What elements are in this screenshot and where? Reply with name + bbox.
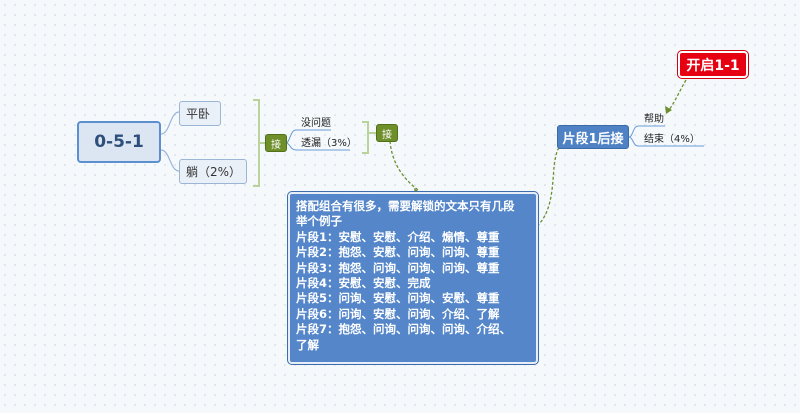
note-node[interactable]: 搭配组合有很多，需要解锁的文本只有几段 举个例子 片段1：安慰、安慰、介绍、煽情… [287,191,539,365]
root-node[interactable]: 0-5-1 [77,121,161,163]
fragment-node[interactable]: 片段1后接 [557,125,629,149]
note-to-fragment-link [536,147,561,227]
connector-1-item-1-label: 没问题 [301,118,331,129]
note-line: 片段5：问询、安慰、问询、安慰、尊重 [296,291,500,306]
dashed-link-red-to-fragment [668,79,687,111]
note-line: 片段7：抱怨、问询、问询、问询、介绍、 [296,322,511,337]
branch-node-2-label: 躺（2%） [186,165,242,179]
fragment-item-1[interactable]: 帮助 [641,113,667,127]
root-node-label: 0-5-1 [94,132,144,152]
fragment-node-label: 片段1后接 [562,131,624,147]
fragment-item-1-label: 帮助 [644,114,664,125]
fragment-item-2[interactable]: 结束（4%） [641,133,703,147]
red-node-label: 开启1-1 [686,57,740,74]
red-node[interactable]: 开启1-1 [677,50,749,79]
note-line: 了解 [296,337,319,352]
note-line: 搭配组合有很多，需要解锁的文本只有几段 [296,199,515,213]
note-line: 片段1：安慰、安慰、介绍、煽情、尊重 [296,229,500,244]
bracket-2 [362,121,376,154]
connector-1-item-2[interactable]: 透漏（3%） [298,137,360,151]
fragment-item-2-label: 结束（4%） [644,134,700,145]
root-to-branch-1-link [160,111,180,135]
note-line: 片段2：抱怨、安慰、问询、问询、尊重 [296,245,500,260]
note-line: 片段4：安慰、安慰、完成 [296,276,431,291]
connector-node-2-label: 接 [382,129,392,141]
connector-node-2[interactable]: 接 [376,124,398,142]
connector-node-1[interactable]: 接 [265,134,287,152]
root-to-branch-2-link [160,149,180,172]
connector-node-1-label: 接 [271,139,281,151]
branch-node-1[interactable]: 平卧 [179,101,221,126]
branch-node-1-label: 平卧 [186,107,211,121]
connector-1-item-1[interactable]: 没问题 [298,117,334,131]
dashed-link-to-note [389,140,419,191]
branch-node-2[interactable]: 躺（2%） [179,159,247,184]
connector-1-item-2-label: 透漏（3%） [301,138,357,149]
note-line: 片段3：抱怨、问询、问询、问询、尊重 [296,260,500,275]
note-line: 片段6：问询、安慰、问询、介绍、了解 [296,306,500,321]
note-line: 举个例子 [296,214,342,229]
